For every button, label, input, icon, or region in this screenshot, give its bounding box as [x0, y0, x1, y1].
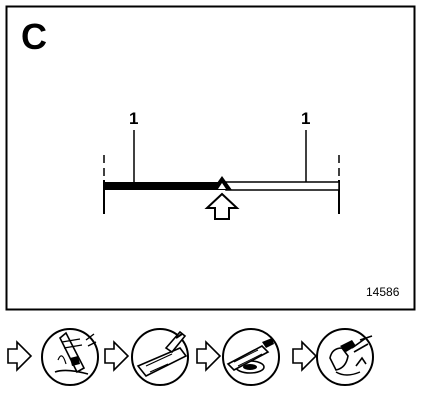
step-arrow-icon [292, 340, 318, 372]
step-arrow-icon [7, 340, 33, 372]
polisher-disc-icon [222, 328, 280, 386]
step-arrow-icon [104, 340, 130, 372]
up-arrow-icon [204, 192, 240, 220]
surface-treated-zone [104, 182, 218, 190]
surface-untreated-zone [225, 181, 340, 191]
transition-peak-inner [218, 183, 226, 189]
grinder-sanding-icon [41, 328, 99, 386]
procedure-strip [7, 328, 374, 386]
panel-letter: C [21, 16, 47, 57]
spray-bottle-icon [316, 328, 374, 386]
step-arrow-icon [196, 340, 222, 372]
callout-label-right: 1 [301, 109, 310, 128]
panel-frame [5, 5, 416, 311]
callout-label-left: 1 [129, 109, 138, 128]
scraper-blade-icon [131, 328, 189, 386]
figure-number: 14586 [366, 285, 400, 299]
